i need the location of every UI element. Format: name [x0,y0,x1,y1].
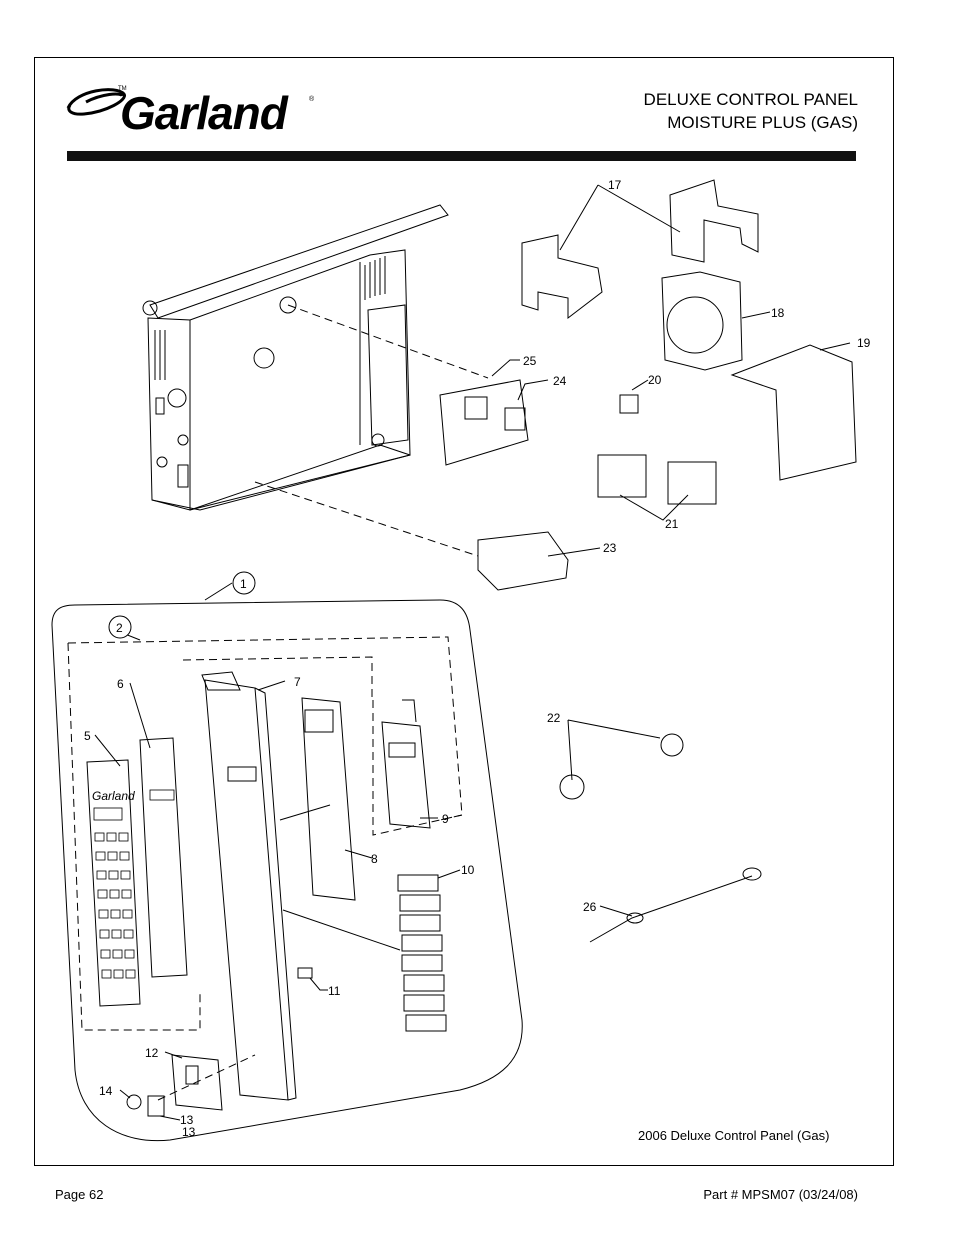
callout-22: 22 [547,711,561,725]
callout-14: 14 [99,1084,113,1098]
title-line-1: DELUXE CONTROL PANEL [643,90,858,109]
callout-6: 6 [117,677,124,691]
title-line-2: MOISTURE PLUS (GAS) [667,113,858,132]
callout-26: 26 [583,900,597,914]
brand-logo-text: Garland [120,87,288,139]
callout-13b: 13 [182,1125,196,1139]
part-number: Part # MPSM07 (03/24/08) [703,1187,858,1202]
callout-17: 17 [608,178,622,192]
page-number: Page 62 [55,1187,104,1202]
page-title: DELUXE CONTROL PANEL MOISTURE PLUS (GAS) [644,88,858,134]
garland-swoosh-logo-icon [66,88,126,116]
callout-1: 1 [240,577,247,591]
callout-9: 9 [442,812,449,826]
callout-19: 19 [857,336,871,350]
callout-11: 11 [328,984,341,998]
header-rule [67,151,856,161]
callout-10: 10 [461,863,475,877]
callout-7: 7 [294,675,301,689]
logo-tm: TM [118,86,127,92]
callout-25: 25 [523,354,537,368]
callout-23: 23 [603,541,617,555]
callout-21: 21 [665,517,679,531]
page-frame [34,57,894,1166]
callout-8: 8 [371,852,378,866]
callout-5: 5 [84,729,91,743]
logo-registered: ® [309,96,315,103]
callout-24: 24 [553,374,567,388]
callout-18: 18 [771,306,785,320]
diagram-caption: 2006 Deluxe Control Panel (Gas) [638,1128,830,1143]
callout-13a: 13 [180,1113,194,1127]
callout-2: 2 [116,621,123,635]
chassis-frame [142,204,449,511]
callout-12: 12 [145,1046,159,1060]
callout-20: 20 [648,373,662,387]
panel-brand-label: Garland [92,789,135,803]
